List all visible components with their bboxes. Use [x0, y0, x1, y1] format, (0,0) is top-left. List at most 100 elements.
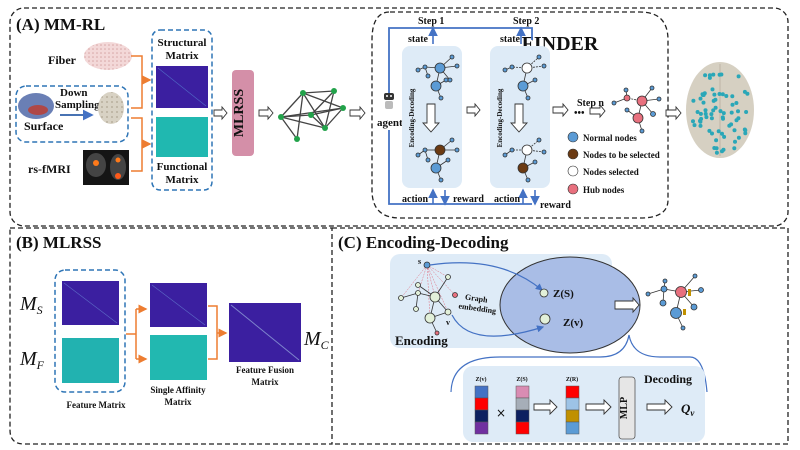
brain-node-dot: [716, 129, 721, 134]
brain-node-dot: [736, 109, 740, 114]
embed-v-arrow: [451, 314, 545, 337]
action-label-2: action: [494, 194, 521, 205]
brain-node-dot: [733, 139, 737, 144]
vector-cell: [565, 409, 580, 423]
brain-node-dot: [734, 101, 739, 105]
single-affinity-f-matrix: [150, 335, 207, 380]
brain-node-dot: [714, 150, 719, 155]
brain-node-dot: [729, 110, 734, 115]
down-hollow-arrow: [509, 103, 529, 133]
sampling-label: Sampling: [55, 99, 100, 111]
brain-node-dot: [713, 105, 718, 110]
brain-node-dot: [734, 118, 739, 123]
reward-label-2: reward: [540, 200, 571, 211]
mf-symbol: MF: [19, 348, 45, 372]
brain-node-dot: [730, 102, 735, 107]
result-graph: [645, 273, 704, 331]
legend-hub-nodes: Hub nodes: [583, 185, 625, 195]
step1-top-graph: [415, 54, 460, 101]
functional-matrix: [156, 117, 208, 157]
brain-node-dot: [711, 108, 716, 113]
encoding-graph: [398, 261, 458, 336]
hollow-arrow: [258, 105, 274, 121]
embed-s-arrow: [429, 262, 543, 291]
vector-cell: [565, 397, 580, 411]
rsfmri-label: rs-fMRI: [28, 162, 71, 176]
encoding-dashed-links: [400, 264, 456, 319]
brain-node-dot: [743, 131, 748, 136]
hollow-arrow: [585, 398, 612, 416]
graph-node: [308, 112, 314, 118]
brain-node-dot: [732, 146, 737, 151]
brain-node-dot: [722, 134, 727, 139]
mlp-block: [618, 376, 636, 440]
zr-vector: [565, 385, 580, 435]
feature-fusion-label-2: Matrix: [252, 377, 279, 387]
brain-node-dot: [730, 94, 735, 99]
feature-matrix-box: [54, 269, 126, 393]
brain-node-dot: [714, 146, 719, 151]
zr-column-label: Z(R): [566, 376, 578, 383]
legend-to-be-selected-swatch: [567, 148, 579, 160]
legend-normal-nodes: Normal nodes: [583, 133, 637, 143]
feature-matrix-label: Feature Matrix: [66, 400, 126, 410]
panel-a-border: [9, 7, 789, 227]
legend-hub-swatch: [567, 183, 579, 195]
brain-node-dot: [744, 110, 749, 114]
brain-node-dot: [698, 96, 703, 101]
brain-node-dot: [743, 128, 748, 133]
fiber-brain-image: [84, 42, 132, 70]
down-hollow-arrow: [421, 103, 441, 133]
brain-node-dot: [742, 89, 747, 94]
vector-cell: [565, 385, 580, 399]
vector-cell: [474, 421, 489, 435]
s-node-label: s: [418, 257, 421, 266]
vector-cell: [565, 421, 580, 435]
brain-node-dot: [695, 110, 700, 114]
panel-b-border: [9, 227, 333, 445]
mlrss-label: MLRSS: [232, 89, 247, 137]
encdec-vertical-label-2: Encoding-Decoding: [496, 88, 504, 147]
brain-node-dot: [724, 94, 729, 98]
graph-node: [331, 88, 337, 94]
structural-matrix-label: Matrix: [166, 50, 199, 62]
ms-symbol: MS: [19, 293, 43, 317]
step2-top-graph: [502, 54, 547, 101]
legend-normal-node-swatch: [567, 131, 579, 143]
panel-a-title: (A) MM-RL: [16, 15, 105, 34]
legend-nodes-to-be-selected: Nodes to be selected: [583, 150, 660, 160]
vector-cell: [515, 421, 530, 435]
reward-label-1: reward: [453, 194, 484, 205]
stepn-label: Step n: [577, 98, 604, 109]
v-node-label: v: [446, 318, 450, 327]
brain-node-dot: [698, 111, 703, 116]
brain-node-dot: [701, 100, 706, 105]
zs-label: Z(S): [553, 288, 574, 300]
vector-cell: [515, 397, 530, 411]
hollow-arrow: [552, 102, 569, 118]
zv-point: [539, 313, 551, 325]
vector-cell: [515, 409, 530, 423]
zv-column-label: Z(v): [476, 376, 487, 383]
hollow-arrow: [466, 102, 481, 118]
matrix-group-box: [151, 29, 213, 191]
brain-node-dot: [709, 112, 714, 117]
qv-output: Qv: [681, 401, 695, 418]
brain-node-dot: [707, 128, 712, 133]
step2-bottom-graph: [502, 137, 547, 183]
brain-node-dot: [703, 108, 708, 113]
brain-node-dot: [703, 73, 708, 78]
brain-node-dot: [736, 74, 741, 79]
hollow-arrow: [614, 296, 640, 314]
node-legend: Normal nodes Nodes to be selected Nodes …: [567, 131, 660, 195]
hollow-arrow: [589, 103, 606, 119]
brain-node-dot: [700, 92, 705, 97]
graph-node: [300, 90, 306, 96]
brain-node-dot: [736, 135, 741, 140]
zs-point: [539, 288, 549, 298]
single-affinity-label-1: Single Affinity: [150, 385, 206, 395]
brain-node-dot: [691, 119, 695, 124]
single-affinity-label-2: Matrix: [165, 397, 192, 407]
brain-node-dot: [718, 109, 723, 114]
